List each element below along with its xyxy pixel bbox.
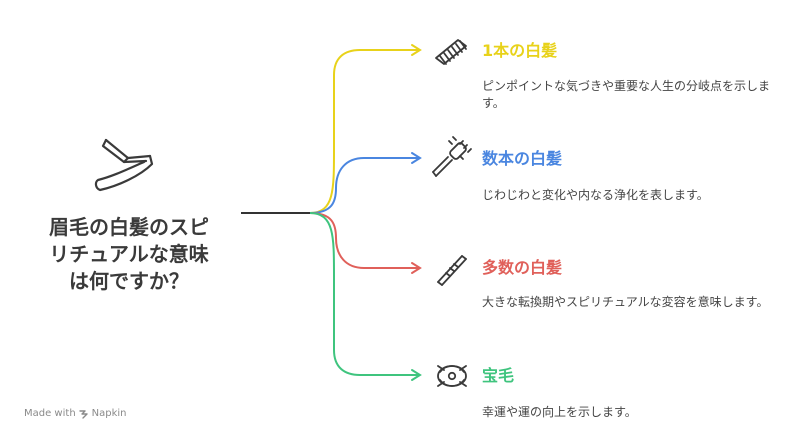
- branch-2-title: 数本の白髪: [482, 149, 563, 168]
- arrow-3: [411, 262, 422, 274]
- branch-1-title: 1本の白髪: [482, 41, 558, 60]
- arrow-2: [411, 152, 422, 164]
- fine-comb-icon: [437, 255, 467, 286]
- brush-icon: [432, 136, 472, 177]
- comb-icon: [435, 39, 467, 65]
- central-title: 眉毛の白髪のスピ リチュアルな意味 は何ですか？: [18, 214, 240, 295]
- branch-2-description: じわじわと変化や内なる浄化を表します。: [482, 188, 709, 202]
- branch-1-description: ピンポイントな気づきや重要な人生の分岐点を示します。: [482, 79, 771, 110]
- central-title-line-3: は何ですか？: [69, 269, 189, 293]
- branch-connector-1: [309, 49, 420, 214]
- footer-brand: Napkin: [91, 408, 127, 419]
- arrow-4: [411, 369, 422, 381]
- branch-connector-2: [309, 157, 420, 214]
- arrow-1: [411, 44, 422, 56]
- branch-4-description: 幸運や運の向上を示します。: [482, 405, 637, 419]
- branch-connector-4: [309, 212, 420, 376]
- central-title-line-2: リチュアルな意味: [49, 242, 209, 266]
- branch-3-description: 大きな転換期やスピリチュアルな変容を意味します。: [482, 295, 769, 309]
- footer-attribution[interactable]: Made with Napkin: [24, 408, 127, 419]
- napkin-logo-icon: [78, 409, 88, 419]
- razor-icon: [94, 138, 154, 192]
- branch-4-title: 宝毛: [482, 366, 515, 385]
- shell-icon: [437, 365, 467, 387]
- branch-connector-3: [309, 212, 420, 269]
- branch-3-title: 多数の白髪: [482, 258, 563, 277]
- central-title-line-1: 眉毛の白髪のスピ: [49, 215, 209, 239]
- footer-made-with: Made with: [24, 408, 76, 419]
